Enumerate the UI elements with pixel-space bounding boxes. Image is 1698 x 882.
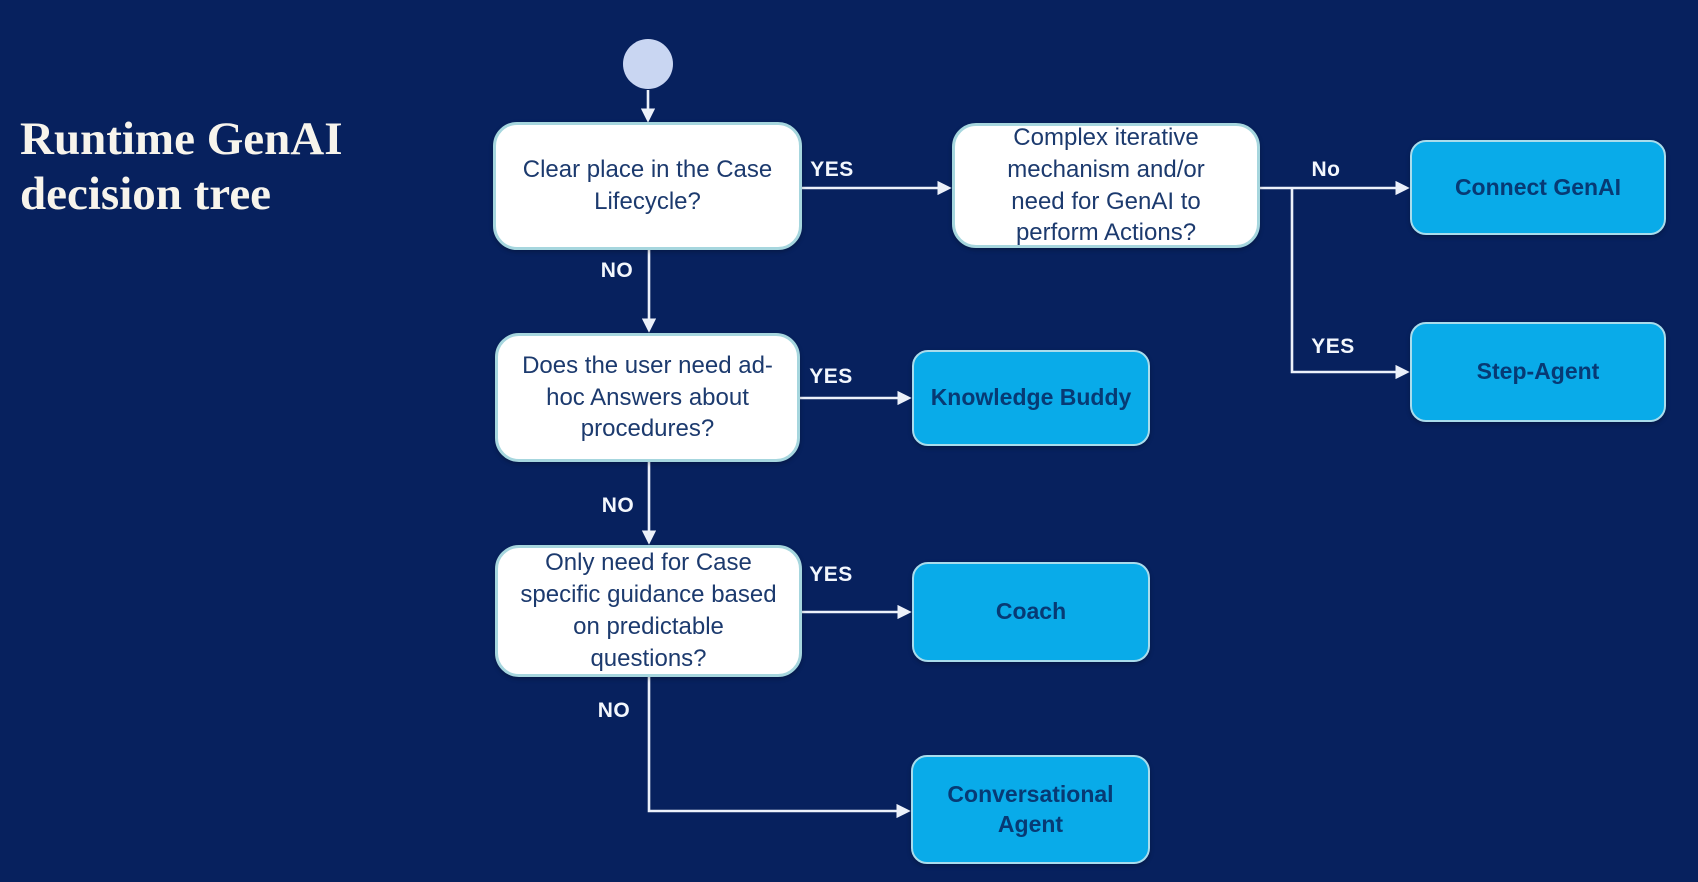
edge-label-d3-no: NO [597, 699, 631, 722]
page-title: Runtime GenAI decision tree [20, 113, 343, 220]
decision-node-case-lifecycle: Clear place in the Case Lifecycle? [493, 122, 802, 250]
edge-label-d1-yes: YES [810, 158, 854, 181]
connector-d4-yes-step-agent [1290, 188, 1410, 380]
edge-label-d1-no: NO [600, 259, 634, 282]
outcome-node-step-agent: Step-Agent [1410, 322, 1666, 422]
outcome-node-conversational-agent: Conversational Agent [911, 755, 1150, 864]
decision-node-adhoc-answers: Does the user need ad- hoc Answers about… [495, 333, 800, 462]
decision-node-predictable-questions: Only need for Case specific guidance bas… [495, 545, 802, 677]
edge-label-d4-no: No [1311, 158, 1341, 181]
start-node-circle [623, 39, 673, 89]
outcome-node-connect-genai: Connect GenAI [1410, 140, 1666, 235]
decision-node-complex-iterative: Complex iterative mechanism and/or need … [952, 123, 1260, 248]
connector-d3-no-conversational-agent [647, 677, 911, 819]
outcome-node-coach: Coach [912, 562, 1150, 662]
edge-label-d3-yes: YES [809, 563, 853, 586]
edge-label-d4-yes: YES [1311, 335, 1355, 358]
outcome-node-knowledge-buddy: Knowledge Buddy [912, 350, 1150, 446]
edge-label-d2-no: NO [601, 494, 635, 517]
edge-label-d2-yes: YES [809, 365, 853, 388]
